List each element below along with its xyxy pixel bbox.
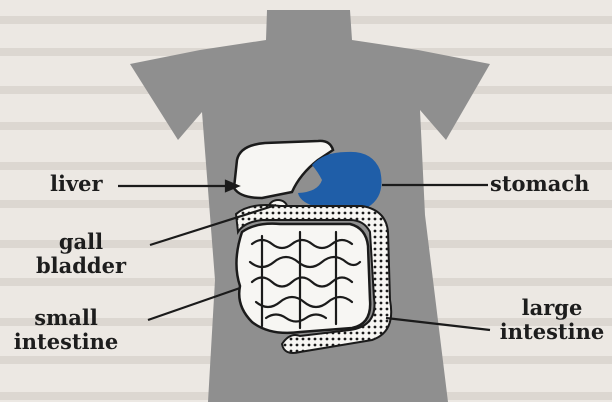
gall-bladder-label: gall bladder (26, 230, 136, 278)
large-intestine-label-line-1: large (494, 296, 610, 320)
small-intestine-label: small intestine (6, 306, 126, 354)
small-intestine-label-line-1: small (6, 306, 126, 330)
liver-label: liver (50, 172, 103, 196)
large-intestine-label-line-2: intestine (494, 320, 610, 344)
gall-bladder-label-line-2: bladder (26, 254, 136, 278)
stomach-label: stomach (490, 172, 589, 196)
small-intestine-label-line-2: intestine (6, 330, 126, 354)
gall-bladder-label-line-1: gall (26, 230, 136, 254)
large-intestine-label: large intestine (494, 296, 610, 344)
